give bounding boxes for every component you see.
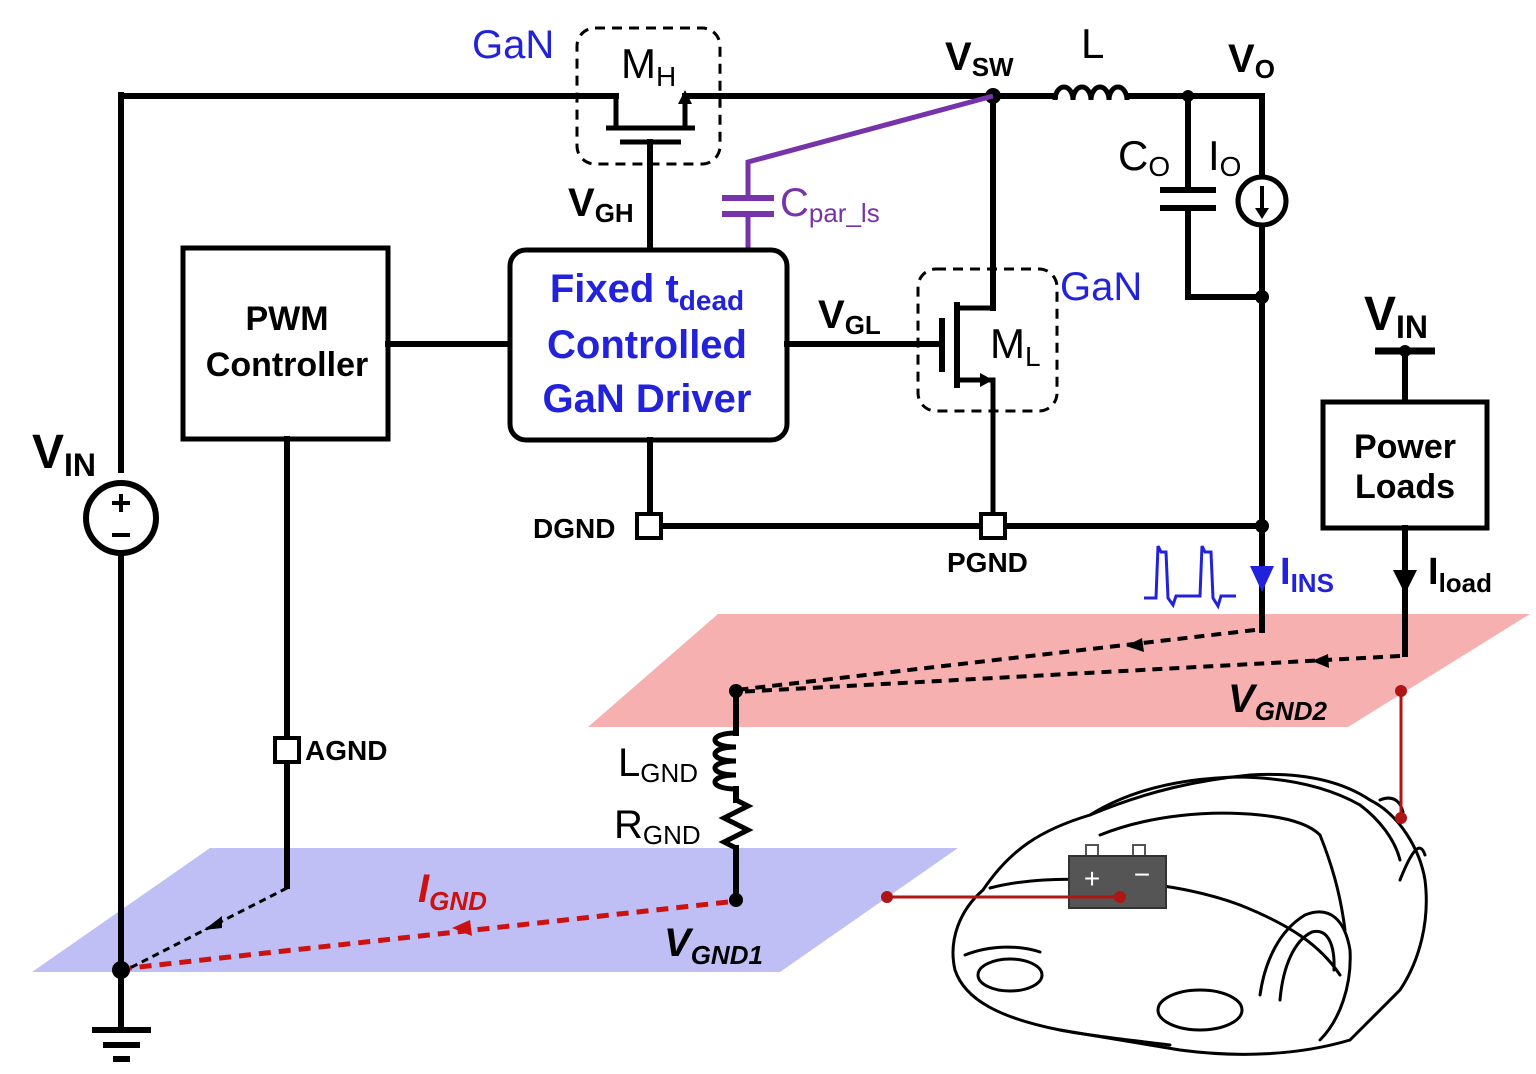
rgnd-label: RGND xyxy=(614,803,701,850)
ground-plane-vgnd1 xyxy=(32,848,958,972)
capacitor-co xyxy=(1160,90,1265,300)
pwm-line2: Controller xyxy=(206,346,368,384)
lgnd-label: LGND xyxy=(618,741,698,788)
vin-right-label: VIN xyxy=(1364,288,1428,345)
ignd-label: IGND xyxy=(418,867,487,916)
ins-waveform xyxy=(1144,545,1236,610)
vgnd1-current-paths xyxy=(129,886,729,971)
gnd-impedance xyxy=(712,688,754,907)
vin-left-label: VIN xyxy=(32,426,96,483)
gan-driver-block xyxy=(507,247,945,517)
vgl-label: VGL xyxy=(818,293,881,340)
vo-label: VO xyxy=(1228,37,1275,84)
loads-line2: Loads xyxy=(1355,468,1455,506)
vsw-branch xyxy=(985,88,1001,311)
vsw-label: VSW xyxy=(945,35,1014,82)
cpar-label: Cpar_ls xyxy=(780,181,880,228)
vin-source-left xyxy=(83,480,159,1062)
pwm-controller-block xyxy=(180,245,513,889)
mh-transistor xyxy=(575,26,722,251)
top-rail xyxy=(118,92,1265,473)
vgnd1-label: VGND1 xyxy=(664,921,763,970)
parasitic-capacitor xyxy=(722,93,994,248)
ml-label: ML xyxy=(990,320,1041,372)
pwm-line1: PWM xyxy=(245,300,328,338)
power-loads-branch xyxy=(1320,345,1490,657)
mh-vendor-label: GaN xyxy=(472,23,554,67)
vgh-label: VGH xyxy=(568,181,634,228)
mh-label: MH xyxy=(621,40,676,92)
ml-vendor-label: GaN xyxy=(1060,265,1142,309)
ins-label: IINS xyxy=(1280,551,1334,598)
ground-plane-vgnd2 xyxy=(588,614,1530,727)
inductor-label: L xyxy=(1081,20,1104,67)
co-label: CO xyxy=(1118,132,1170,182)
ground-bus xyxy=(635,512,1265,540)
agnd-label: AGND xyxy=(305,735,387,766)
battery-minus: − xyxy=(1134,859,1150,890)
driver-line3: GaN Driver xyxy=(543,377,752,421)
ins-arrow xyxy=(1250,566,1274,592)
battery-plus: + xyxy=(1084,863,1100,894)
driver-line2: Controlled xyxy=(547,323,747,367)
dgnd-label: DGND xyxy=(533,513,615,544)
io-label: IO xyxy=(1208,132,1241,182)
current-source-io xyxy=(1235,93,1289,633)
chassis-ground-links xyxy=(881,685,1407,903)
vgnd2-label: VGND2 xyxy=(1228,677,1327,726)
inductor-l xyxy=(1052,84,1130,101)
ml-transistor xyxy=(916,267,1059,517)
driver-line1: Fixed tdead xyxy=(550,267,744,316)
loads-line1: Power xyxy=(1354,428,1456,466)
car-illustration xyxy=(951,772,1428,1056)
pgnd-label: PGND xyxy=(947,547,1028,578)
iload-label: Iload xyxy=(1428,551,1492,598)
